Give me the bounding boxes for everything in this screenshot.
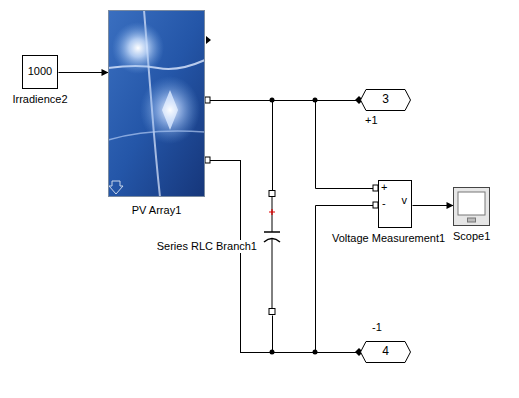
wire bbox=[206, 101, 379, 189]
port-sign: + bbox=[381, 181, 387, 194]
junction-dot bbox=[313, 98, 318, 103]
physical-port bbox=[373, 185, 378, 191]
goto-tag: 4-1 bbox=[360, 341, 411, 363]
physical-port bbox=[205, 97, 210, 103]
wire-path bbox=[206, 161, 273, 353]
wire-path bbox=[206, 161, 379, 353]
cap-outline bbox=[262, 190, 282, 315]
junction-dot bbox=[313, 350, 318, 355]
wire bbox=[206, 161, 273, 353]
block-label: PV Array1 bbox=[132, 204, 182, 217]
wire bbox=[206, 101, 273, 191]
block-label: Scope1 bbox=[453, 230, 490, 243]
wire-path bbox=[206, 101, 379, 189]
signal-line bbox=[413, 202, 454, 209]
goto-tag: 3+1 bbox=[360, 89, 411, 111]
voltage-measurement-block: +-vVoltage Measurement1 bbox=[378, 180, 412, 228]
block-label: Series RLC Branch1 bbox=[156, 240, 258, 253]
constant-value: 1000 bbox=[22, 65, 58, 78]
pv-outline bbox=[108, 10, 205, 197]
wire-path bbox=[206, 161, 361, 353]
wire-path bbox=[59, 72, 109, 73]
arrow-head bbox=[102, 69, 109, 76]
pv-array-block: PV Array1 bbox=[108, 10, 205, 197]
wire bbox=[206, 161, 361, 353]
scope-outline bbox=[453, 187, 490, 226]
arrow-head bbox=[447, 202, 454, 209]
junction-dot bbox=[270, 98, 275, 103]
physical-port bbox=[373, 202, 378, 208]
output-port bbox=[206, 36, 211, 44]
wire bbox=[206, 161, 379, 353]
physical-port bbox=[205, 157, 210, 163]
junction-dot bbox=[270, 350, 275, 355]
output-name: v bbox=[402, 194, 408, 207]
wire-path bbox=[206, 101, 273, 191]
block-label: Irradience2 bbox=[12, 93, 67, 106]
tag-label: +1 bbox=[365, 114, 378, 127]
scope-block: Scope1 bbox=[453, 187, 490, 226]
rlc-branch: Series RLC Branch1 bbox=[262, 190, 282, 315]
constant-block: 1000Irradience2 bbox=[22, 55, 58, 89]
block-label: Voltage Measurement1 bbox=[332, 232, 445, 245]
tag-name: 3 bbox=[360, 93, 411, 106]
tag-label: -1 bbox=[372, 321, 382, 334]
tag-name: 4 bbox=[360, 345, 411, 358]
port-sign: - bbox=[382, 197, 386, 210]
signal-line bbox=[59, 69, 109, 76]
